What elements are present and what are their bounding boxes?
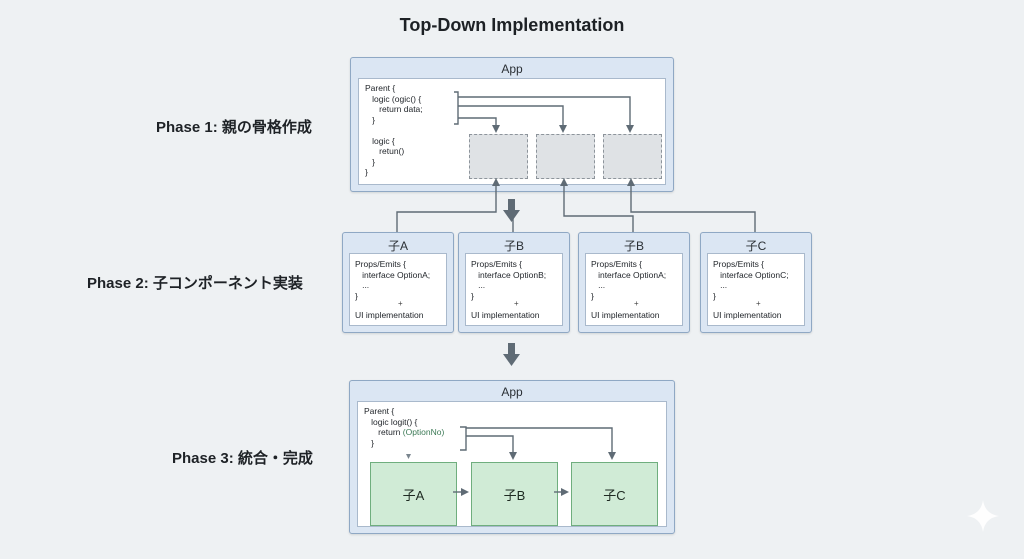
child-b2-plus: +	[634, 299, 639, 308]
child-b2-ui: UI implementation	[591, 310, 660, 320]
phase3-option-value: (OptionNo)	[402, 427, 445, 437]
child-b2-title: 子B	[623, 239, 644, 253]
child-b-plus: +	[514, 299, 519, 308]
child-c-ui: UI implementation	[713, 310, 782, 320]
child-c-body: Props/Emits { interface OptionC; ... } +…	[707, 253, 805, 326]
phase3-app-title: App	[501, 385, 523, 399]
child-frame-b2: 子B Props/Emits { interface OptionA; ... …	[578, 232, 690, 333]
child-frame-b: 子B Props/Emits { interface OptionB; ... …	[458, 232, 570, 333]
child-b2-code: Props/Emits { interface OptionA; ... }	[591, 259, 667, 301]
phase1-bracket	[454, 91, 459, 125]
placeholder-slot-c	[603, 134, 662, 179]
phase3-code-line4: }	[364, 437, 374, 448]
phase3-code-line2: logic logit() {	[364, 416, 418, 427]
phase3-child-b: 子B	[471, 462, 558, 526]
phase3-child-a-marker	[406, 454, 411, 459]
diagram-title: Top-Down Implementation	[399, 15, 625, 35]
child-b2-to-slot-b	[560, 178, 634, 232]
phase1-app-title: App	[501, 62, 523, 76]
child-frame-a: 子A Props/Emits { interface OptionA; ... …	[342, 232, 454, 333]
child-frame-c: 子C Props/Emits { interface OptionC; ... …	[700, 232, 812, 333]
down-arrow-icon	[503, 343, 520, 366]
child-a-plus: +	[398, 299, 403, 308]
sparkle-icon	[967, 500, 999, 532]
child-b-title: 子B	[503, 239, 524, 253]
phase3-code-line1: Parent {	[364, 406, 395, 416]
child-a-ui: UI implementation	[355, 310, 424, 320]
phase1-arrow-to-slot-a	[458, 117, 500, 133]
child-b-code: Props/Emits { interface OptionB; ... }	[471, 259, 547, 301]
child-c-plus: +	[756, 299, 761, 308]
child-b-ui: UI implementation	[471, 310, 540, 320]
phase3-child-a: 子A	[370, 462, 457, 526]
phase1-app-frame: App Parent { logic (ogic() { return data…	[350, 57, 674, 192]
phase3-arrow-to-child-b	[466, 435, 517, 460]
child-b-body: Props/Emits { interface OptionB; ... } +…	[465, 253, 563, 326]
child-c-title: 子C	[745, 239, 767, 253]
phase-2-label: Phase 2: 子コンポーネント実装	[87, 275, 303, 292]
phase3-arrow-to-child-c	[466, 427, 616, 460]
phase3-return-keyword: return	[364, 427, 403, 437]
phase3-child-c: 子C	[571, 462, 658, 526]
phase3-bracket	[460, 426, 467, 451]
phase1-app-body: Parent { logic (ogic() { return data; } …	[358, 78, 666, 185]
phase-3-label: Phase 3: 統合・完成	[172, 450, 313, 467]
phase3-code-line3: return (OptionNo)	[364, 427, 444, 438]
phase-1-label: Phase 1: 親の骨格作成	[156, 119, 312, 136]
child-a-body: Props/Emits { interface OptionA; ... } +…	[349, 253, 447, 326]
child-c-code: Props/Emits { interface OptionC; ... }	[713, 259, 789, 301]
phase1-arrow-to-slot-b	[458, 105, 567, 133]
child-a-to-slot-a	[396, 178, 500, 232]
phase3-app-body: Parent { logic logit() { return (OptionN…	[357, 401, 667, 527]
child-a-code: Props/Emits { interface OptionA; ... }	[355, 259, 431, 301]
phase1-parent-code: Parent { logic (ogic() { return data; } …	[365, 83, 423, 177]
child-a-title: 子A	[387, 239, 408, 253]
placeholder-slot-a	[469, 134, 528, 179]
phase3-app-frame: App Parent { logic logit() { return (Opt…	[349, 380, 675, 534]
down-arrow-icon	[503, 199, 520, 222]
phase1-arrow-to-slot-c	[458, 96, 634, 133]
child-b2-body: Props/Emits { interface OptionA; ... } +…	[585, 253, 683, 326]
child-c-to-slot-c	[627, 178, 756, 232]
